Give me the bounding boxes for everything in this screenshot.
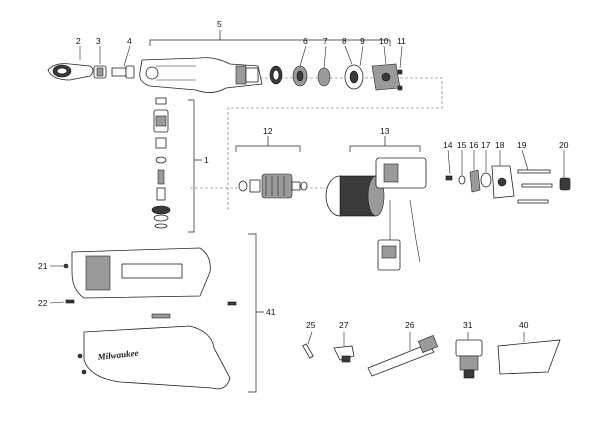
part-4-yoke-pin: [111, 65, 135, 79]
label-3: 3: [96, 36, 101, 46]
label-7: 7: [323, 36, 328, 46]
label-10: 10: [379, 36, 389, 46]
label-20: 20: [559, 140, 569, 150]
label-9: 9: [360, 36, 365, 46]
brace-13: [349, 136, 421, 152]
label-16: 16: [469, 140, 479, 150]
label-21: 21: [38, 261, 48, 271]
part-21-housing-left: [63, 247, 211, 299]
label-26: 26: [405, 320, 415, 330]
label-17: 17: [481, 140, 491, 150]
brace-41: [248, 233, 264, 393]
part-41-housing-right: Milwaukee: [77, 313, 231, 390]
label-25: 25: [306, 320, 316, 330]
part-18-end-cap: [491, 165, 515, 199]
label-1: 1: [204, 155, 209, 165]
part-number-labels: 1 2 3 4 5 6 7 8 9 10 11 12 13 14 15 16 1…: [38, 19, 569, 330]
assembly-dashline-top: [227, 77, 443, 210]
label-12: 12: [263, 126, 273, 136]
label-15: 15: [457, 140, 467, 150]
part-6-bearing: [269, 65, 283, 85]
part-22-screw: [65, 299, 237, 306]
part-31-socket-adapter: [455, 339, 483, 379]
part-17-bearing: [480, 172, 492, 188]
label-19: 19: [517, 140, 527, 150]
label-11: 11: [397, 36, 406, 46]
part-19-bolts: [517, 169, 553, 204]
part-16-bracket: [469, 169, 481, 193]
part-13-motor-assembly: [325, 157, 427, 271]
part-10-gear-carrier: [371, 63, 401, 91]
part-26-wrench: [367, 335, 439, 377]
leader-lines: [49, 45, 565, 350]
part-9-washer: [344, 64, 364, 90]
part-7-gear: [292, 65, 308, 87]
label-27: 27: [339, 320, 349, 330]
label-18: 18: [495, 140, 505, 150]
part-5-head-housing: [139, 57, 263, 93]
part-12-armature: [238, 173, 308, 199]
label-4: 4: [127, 36, 132, 46]
part-27-clip: [333, 345, 355, 363]
label-6: 6: [303, 36, 308, 46]
part-2-ratchet-head: [47, 63, 94, 81]
label-14: 14: [443, 140, 453, 150]
label-8: 8: [342, 36, 347, 46]
brace-12: [235, 136, 301, 152]
brace-5: [149, 30, 391, 46]
part-14-screw: [445, 175, 453, 181]
label-5: 5: [217, 19, 222, 29]
label-41: 41: [266, 307, 276, 317]
brand-logo: Milwaukee: [96, 348, 139, 362]
label-22: 22: [38, 298, 48, 308]
part-8-pinion: [317, 67, 331, 87]
part-15-washer: [458, 175, 466, 185]
part-40-label-plate: [497, 339, 561, 375]
part-20-nut: [559, 177, 571, 191]
label-31: 31: [463, 320, 473, 330]
brace-1: [188, 99, 202, 233]
part-3-bushing: [93, 65, 107, 79]
part-11-screws: [397, 69, 403, 91]
label-13: 13: [380, 126, 390, 136]
part-25-pin: [302, 343, 314, 359]
label-40: 40: [519, 320, 529, 330]
part-1-shaft-stack: [151, 97, 171, 229]
label-2: 2: [76, 36, 81, 46]
